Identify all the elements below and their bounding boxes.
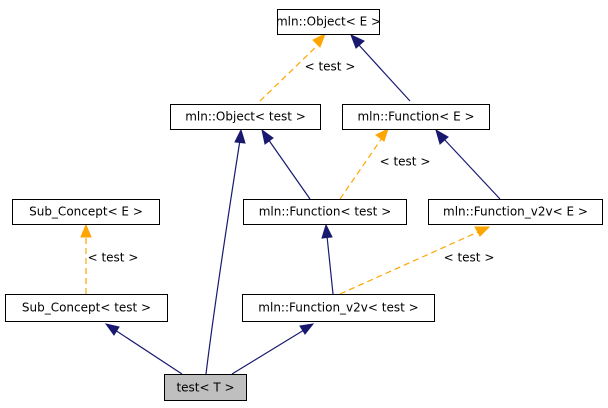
node-function-v2v-test[interactable]: mln::Function_v2v< test > bbox=[242, 294, 435, 322]
edge-object-test-to-object-e: < test > bbox=[259, 32, 356, 102]
edge-test-to-object-test bbox=[205, 128, 246, 375]
node-test-t[interactable]: test< T > bbox=[164, 374, 247, 401]
edge-function-v2v-test-to-function-test bbox=[321, 223, 334, 295]
edge-function-v2v-e-to-function-e bbox=[435, 128, 501, 200]
edge-function-v2v-test-to-function-v2v-e: < test > bbox=[339, 226, 495, 295]
node-sub-concept-test[interactable]: Sub_Concept< test > bbox=[5, 294, 168, 322]
edge-function-test-to-object-test bbox=[261, 128, 311, 200]
edge-label-function-v2v: < test > bbox=[444, 251, 495, 265]
node-label: mln::Function_v2v< E > bbox=[443, 205, 588, 219]
node-function-test[interactable]: mln::Function< test > bbox=[243, 199, 407, 225]
node-object-e[interactable]: mln::Object< E > bbox=[276, 9, 381, 35]
node-label: mln::Object< E > bbox=[276, 15, 381, 29]
node-label: Sub_Concept< E > bbox=[29, 205, 143, 219]
node-function-e[interactable]: mln::Function< E > bbox=[342, 104, 490, 130]
node-label: mln::Function_v2v< test > bbox=[258, 301, 418, 315]
node-label: Sub_Concept< test > bbox=[22, 301, 151, 315]
node-function-v2v-e[interactable]: mln::Function_v2v< E > bbox=[428, 199, 603, 225]
edge-test-to-function-v2v-test bbox=[231, 323, 315, 375]
node-label: mln::Function< test > bbox=[259, 205, 392, 219]
edge-label-object: < test > bbox=[305, 60, 356, 74]
node-label: mln::Function< E > bbox=[357, 110, 474, 124]
edge-function-e-to-object-e bbox=[350, 34, 411, 102]
node-object-test[interactable]: mln::Object< test > bbox=[170, 104, 321, 130]
edge-test-to-sub-concept-test bbox=[104, 323, 183, 375]
edge-label-function: < test > bbox=[380, 155, 431, 169]
node-sub-concept-e[interactable]: Sub_Concept< E > bbox=[12, 199, 160, 225]
node-label: mln::Object< test > bbox=[185, 110, 306, 124]
edge-label-sub-concept: < test > bbox=[88, 251, 139, 265]
edge-sub-concept-test-to-sub-concept-e: < test > bbox=[80, 223, 139, 294]
node-label: test< T > bbox=[176, 381, 234, 395]
edge-function-test-to-function-e: < test > bbox=[339, 128, 431, 200]
